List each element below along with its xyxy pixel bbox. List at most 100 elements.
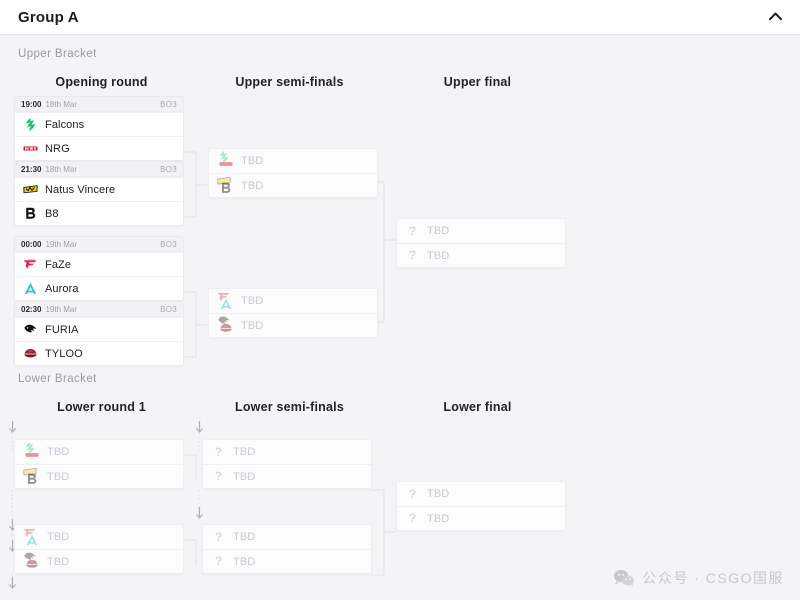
team-name: TBD — [47, 446, 70, 458]
team-row[interactable]: FURIA — [15, 317, 183, 341]
team-row[interactable]: TBD — [209, 289, 377, 313]
team-name: TBD — [427, 249, 450, 262]
page-title: Group A — [18, 8, 79, 26]
match-date: 18th Mar — [45, 164, 78, 174]
furia-tyloo-stack — [217, 316, 234, 334]
navi-b8-stack — [23, 467, 40, 485]
team-row[interactable]: TYLOO — [15, 341, 183, 365]
round-title-lower-semis: Lower semi-finals — [235, 400, 344, 414]
team-row[interactable]: TBD — [209, 173, 377, 197]
match-time: 19:00 — [21, 99, 42, 109]
match-format: BO3 — [160, 164, 177, 174]
question-icon: ? — [408, 486, 417, 501]
team-row[interactable]: Falcons — [15, 112, 183, 136]
question-icon: ? — [214, 469, 223, 483]
falcons-logo — [23, 117, 38, 132]
watermark-text: 公众号 · CSGO国服 — [642, 570, 784, 586]
team-row[interactable]: TBD — [15, 464, 183, 488]
question-icon: ? — [214, 529, 223, 544]
question-icon: ? — [408, 223, 417, 238]
team-name: TBD — [241, 155, 264, 167]
team-name: TBD — [233, 446, 256, 458]
bracket-canvas: Upper Bracket Opening round Upper semi-f… — [0, 35, 800, 600]
team-name: TBD — [427, 512, 450, 525]
match-card-tbd[interactable]: ? TBD ? TBD — [396, 218, 566, 268]
team-row[interactable]: TBD — [209, 313, 377, 337]
match-card-tbd[interactable]: TBD TBD — [14, 439, 184, 489]
team-row[interactable]: FaZe — [15, 252, 183, 276]
match-card[interactable]: 21:30 18th Mar BO3 Natus Vincere B8 — [14, 161, 184, 226]
match-format: BO3 — [160, 239, 177, 249]
team-name: TBD — [241, 179, 264, 192]
round-title-lower-r1: Lower round 1 — [57, 400, 146, 414]
team-row[interactable]: ? TBD — [203, 549, 371, 573]
team-row[interactable]: Natus Vincere — [15, 177, 183, 201]
match-format: BO3 — [160, 304, 177, 314]
furia-logo — [23, 322, 38, 337]
team-row[interactable]: TBD — [15, 525, 183, 549]
faze-logo — [23, 257, 38, 272]
falcons-nrg-stack — [23, 441, 40, 461]
navi-logo — [23, 182, 38, 197]
team-row[interactable]: B8 — [15, 201, 183, 225]
drop-arrow-icon — [195, 507, 204, 520]
team-row[interactable]: ? TBD — [397, 243, 565, 267]
chevron-up-icon[interactable] — [769, 12, 782, 21]
watermark: 公众号 · CSGO国服 — [613, 568, 784, 588]
group-header: Group A — [0, 0, 800, 35]
drop-arrow-icon — [8, 421, 17, 434]
round-title-upper-final: Upper final — [443, 75, 512, 89]
match-date: 18th Mar — [45, 99, 78, 109]
b8-logo — [23, 206, 38, 221]
furia-tyloo-stack — [23, 552, 40, 570]
team-name: Aurora — [45, 282, 79, 295]
question-icon: ? — [214, 444, 223, 459]
team-name: TBD — [47, 470, 70, 483]
match-card-tbd[interactable]: TBD TBD — [208, 288, 378, 338]
team-row[interactable]: TBD — [209, 149, 377, 173]
team-name: FURIA — [45, 323, 79, 336]
team-name: Natus Vincere — [45, 183, 116, 196]
team-row[interactable]: TBD — [15, 440, 183, 464]
match-card[interactable]: 00:00 19th Mar BO3 FaZe Aurora — [14, 236, 184, 301]
team-row[interactable]: NRG — [15, 136, 183, 160]
match-card-tbd[interactable]: TBD TBD — [208, 148, 378, 198]
match-card-tbd[interactable]: TBD TBD — [14, 524, 184, 574]
team-row[interactable]: ? TBD — [397, 506, 565, 530]
nrg-logo — [23, 141, 38, 156]
match-time: 02:30 — [21, 304, 42, 314]
team-row[interactable]: ? TBD — [203, 525, 371, 549]
drop-arrow-icon — [195, 421, 204, 434]
match-format: BO3 — [160, 99, 177, 109]
team-row[interactable]: ? TBD — [397, 219, 565, 243]
team-row[interactable]: ? TBD — [203, 464, 371, 488]
round-title-upper-semis: Upper semi-finals — [235, 75, 344, 89]
match-card[interactable]: 19:00 18th Mar BO3 Falcons NRG — [14, 96, 184, 161]
wechat-icon — [613, 569, 635, 587]
team-name: TBD — [427, 488, 450, 500]
navi-b8-stack — [217, 176, 234, 194]
match-card-tbd[interactable]: ? TBD ? TBD — [202, 439, 372, 489]
match-card-tbd[interactable]: ? TBD ? TBD — [202, 524, 372, 574]
falcons-nrg-stack — [217, 150, 234, 170]
team-name: TBD — [47, 555, 70, 568]
team-name: B8 — [45, 207, 59, 220]
team-name: TBD — [427, 225, 450, 237]
team-name: TBD — [241, 319, 264, 332]
team-name: TBD — [47, 531, 70, 543]
round-title-opening: Opening round — [55, 75, 148, 89]
match-card-tbd[interactable]: ? TBD ? TBD — [396, 481, 566, 531]
team-name: TYLOO — [45, 347, 83, 360]
faze-aurora-stack — [217, 292, 234, 310]
team-row[interactable]: TBD — [15, 549, 183, 573]
match-time: 00:00 — [21, 239, 42, 249]
match-card[interactable]: 02:30 19th Mar BO3 FURIA TYLOO — [14, 301, 184, 366]
team-name: TBD — [233, 555, 256, 568]
team-name: Falcons — [45, 118, 85, 131]
faze-aurora-stack — [23, 528, 40, 546]
team-row[interactable]: ? TBD — [397, 482, 565, 506]
match-meta: 00:00 19th Mar BO3 — [15, 237, 183, 252]
team-row[interactable]: ? TBD — [203, 440, 371, 464]
team-row[interactable]: Aurora — [15, 276, 183, 300]
question-icon: ? — [214, 554, 223, 568]
